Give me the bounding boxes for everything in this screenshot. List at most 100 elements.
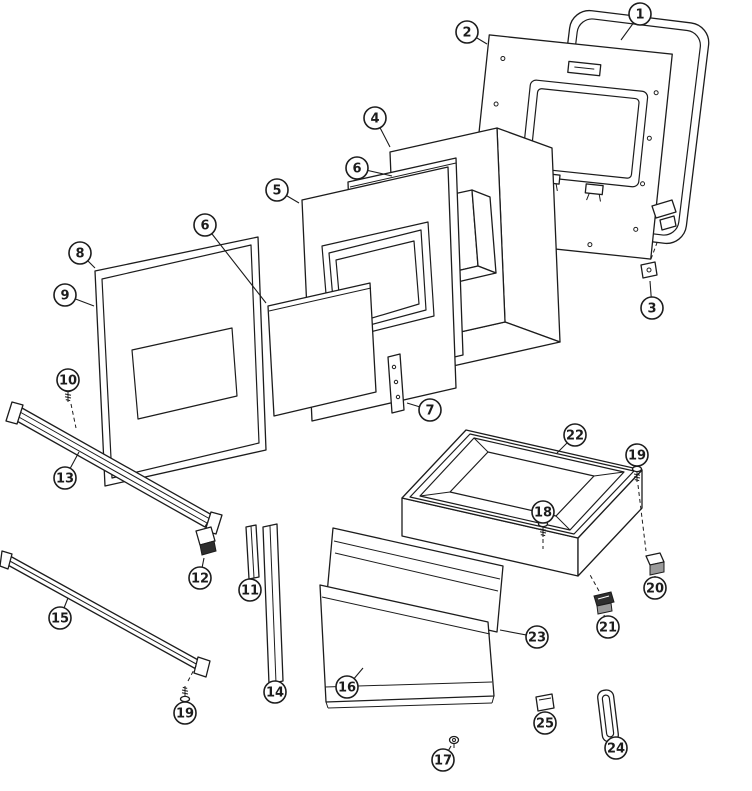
callout-circle-24 — [604, 736, 628, 760]
callout-number-10: 10 — [59, 374, 77, 389]
bracket-lower — [199, 540, 217, 556]
callout-number-17: 17 — [434, 754, 452, 769]
callout-circle-13 — [53, 466, 77, 490]
callout-circle-10 — [56, 368, 80, 392]
trim-screw-part-19-left — [179, 665, 197, 703]
callout-circle-12 — [188, 566, 212, 590]
callout-circle-23 — [525, 625, 549, 649]
clip-front — [649, 561, 665, 576]
front-panel-border — [101, 244, 260, 479]
door-glass-front — [267, 282, 377, 417]
hinge-bracket-foot — [659, 215, 677, 231]
callout-circle-18 — [531, 500, 555, 524]
liner-hinge-right — [584, 183, 604, 196]
drawer-front-inner-panel — [326, 527, 504, 633]
callout-circle-17 — [431, 748, 455, 772]
front-panel-window — [131, 327, 238, 420]
callout-number-25: 25 — [536, 717, 554, 732]
door-hinge-bracket — [651, 199, 677, 231]
callout-circle-2 — [455, 20, 479, 44]
callout-number-22: 22 — [566, 429, 584, 444]
callout-circle-21 — [596, 615, 620, 639]
callout-number-7: 7 — [425, 404, 434, 419]
callout-number-14: 14 — [266, 686, 284, 701]
glide-clip-part-20 — [645, 552, 665, 576]
callout-number-21: 21 — [599, 621, 617, 636]
callout-circle-1 — [628, 2, 652, 26]
callout-number-8: 8 — [75, 247, 84, 262]
callout-number-12: 12 — [191, 572, 209, 587]
callout-circle-6 — [345, 156, 369, 180]
liner-emboss-inner — [529, 88, 640, 179]
bracket-upper — [195, 526, 216, 546]
side-strip-part-14 — [262, 523, 284, 685]
callout-number-19: 19 — [176, 707, 194, 722]
callout-number-19: 19 — [628, 449, 646, 464]
callout-circle-25 — [533, 711, 557, 735]
callout-number-13: 13 — [56, 472, 74, 487]
side-strip-part-11 — [245, 524, 260, 580]
lower-trim-bar — [0, 550, 211, 678]
callout-number-9: 9 — [60, 289, 69, 304]
callout-layer: 1234566789101112131415161718191920212223… — [48, 2, 667, 772]
outer-panel-side-face — [496, 127, 561, 343]
callout-number-3: 3 — [647, 302, 656, 317]
spacer-body — [535, 693, 555, 712]
callout-circle-5 — [265, 178, 289, 202]
callout-number-5: 5 — [272, 184, 281, 199]
callout-number-24: 24 — [607, 742, 625, 757]
front-panel-face — [94, 236, 267, 487]
callout-number-6: 6 — [352, 162, 361, 177]
callout-number-2: 2 — [462, 26, 471, 41]
handle-bracket-part-12 — [195, 526, 217, 556]
callout-circle-7 — [418, 398, 442, 422]
clip-top — [593, 591, 615, 607]
clip-front — [596, 602, 613, 615]
callout-leader-6 — [204, 224, 267, 304]
callout-circle-22 — [563, 423, 587, 447]
callout-circle-19 — [173, 701, 197, 725]
callout-circle-19 — [625, 443, 649, 467]
hinge-nut-part-3 — [640, 239, 659, 279]
nut-body — [640, 261, 658, 279]
trim-end-left — [0, 550, 13, 570]
spacer-plate-part-25 — [535, 693, 555, 712]
hinge-bracket-plate — [651, 199, 677, 219]
end-trim-groove — [601, 694, 615, 738]
drawer-pan — [401, 429, 643, 577]
callout-number-20: 20 — [646, 582, 664, 597]
screw-glyph — [179, 685, 191, 703]
window-retainer-part-7 — [387, 353, 405, 414]
drawer-front-panel — [319, 584, 495, 709]
callout-number-11: 11 — [241, 584, 259, 599]
callout-number-15: 15 — [51, 612, 69, 627]
callout-circle-20 — [643, 576, 667, 600]
end-trim-body — [597, 689, 619, 743]
glide-clip-part-21 — [588, 572, 615, 615]
pan-rim-top — [401, 429, 643, 539]
callout-number-23: 23 — [528, 631, 546, 646]
handle-screw-part-10 — [62, 385, 77, 429]
callout-number-4: 4 — [370, 112, 379, 127]
end-trim-part-24 — [597, 689, 619, 743]
liner-emboss-outer — [520, 79, 649, 188]
glass-front-sheet — [267, 282, 377, 417]
callout-circle-3 — [640, 296, 664, 320]
pan-screw-part-18 — [537, 520, 549, 549]
callout-number-1: 1 — [635, 8, 644, 23]
handle-end-left — [5, 401, 24, 425]
callout-circle-6 — [193, 213, 217, 237]
inner-panel-body — [326, 527, 504, 633]
callout-circle-11 — [238, 578, 262, 602]
grommet-part-17 — [448, 735, 460, 748]
callout-number-16: 16 — [338, 681, 356, 696]
callout-circle-4 — [363, 106, 387, 130]
callout-number-18: 18 — [534, 506, 552, 521]
callout-circle-15 — [48, 606, 72, 630]
door-front-panel — [94, 236, 267, 487]
callout-circle-9 — [53, 283, 77, 307]
grommet-head — [448, 735, 460, 745]
callout-circle-14 — [263, 680, 287, 704]
